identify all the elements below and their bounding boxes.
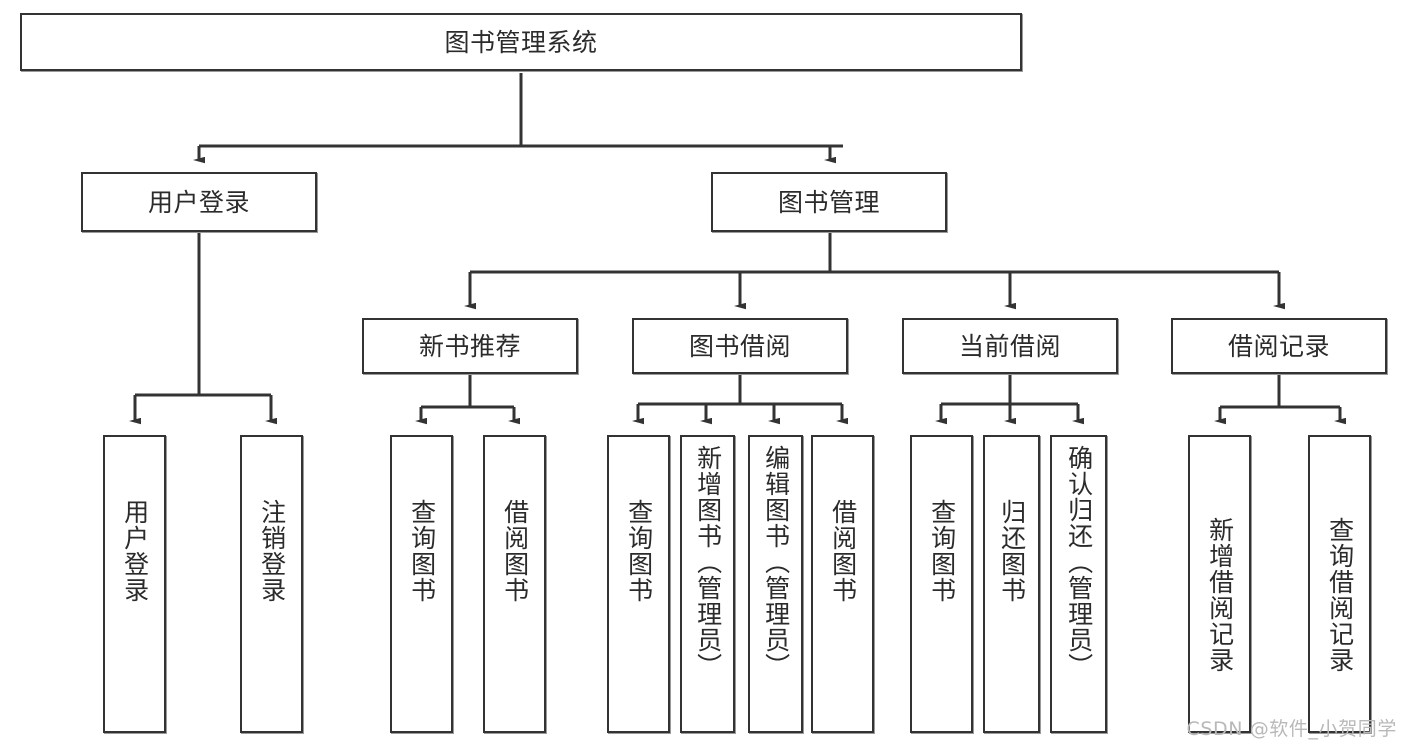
leaf-query-borrow-record[interactable]: 查询借阅记录 <box>1308 435 1371 733</box>
node-label: 图书管理系统 <box>444 27 598 57</box>
node-label: 用户登录 <box>120 499 150 603</box>
node-label: 借阅记录 <box>1227 331 1330 361</box>
node-label: 编辑图书（管理员） <box>761 445 791 679</box>
node-label: 图书管理 <box>777 187 880 217</box>
node-book-management[interactable]: 图书管理 <box>711 172 947 232</box>
leaf-confirm-return-admin[interactable]: 确认归还（管理员） <box>1050 435 1107 733</box>
node-borrow-record[interactable]: 借阅记录 <box>1171 318 1387 374</box>
node-label: 归还图书 <box>997 499 1027 603</box>
leaf-add-borrow-record[interactable]: 新增借阅记录 <box>1188 435 1251 733</box>
node-label: 新增图书（管理员） <box>693 445 723 679</box>
node-label: 查询图书 <box>624 499 654 603</box>
node-user-login[interactable]: 用户登录 <box>81 172 317 232</box>
node-label: 新增借阅记录 <box>1205 517 1235 673</box>
leaf-borrow-book-recommend[interactable]: 借阅图书 <box>483 435 546 733</box>
leaf-query-book-borrow[interactable]: 查询图书 <box>607 435 670 733</box>
node-label: 确认归还（管理员） <box>1064 445 1094 679</box>
node-current-borrow[interactable]: 当前借阅 <box>902 318 1118 374</box>
leaf-user-logout[interactable]: 注销登录 <box>240 435 303 733</box>
node-label: 查询图书 <box>407 499 437 603</box>
node-label: 查询图书 <box>927 499 957 603</box>
node-label: 查询借阅记录 <box>1325 517 1355 673</box>
node-book-borrow[interactable]: 图书借阅 <box>632 318 848 374</box>
node-label: 用户登录 <box>147 187 250 217</box>
watermark: CSDN @软件_小贺同学 <box>1186 718 1397 740</box>
leaf-query-book-current[interactable]: 查询图书 <box>910 435 973 733</box>
node-label: 借阅图书 <box>828 499 858 603</box>
node-new-book-recommend[interactable]: 新书推荐 <box>362 318 578 374</box>
leaf-user-login[interactable]: 用户登录 <box>103 435 166 733</box>
node-label: 注销登录 <box>257 499 287 603</box>
leaf-return-book[interactable]: 归还图书 <box>983 435 1040 733</box>
node-label: 新书推荐 <box>418 331 521 361</box>
node-label: 借阅图书 <box>500 499 530 603</box>
leaf-query-book-recommend[interactable]: 查询图书 <box>390 435 453 733</box>
node-label: 图书借阅 <box>688 331 791 361</box>
node-root-system[interactable]: 图书管理系统 <box>20 13 1022 71</box>
node-label: 当前借阅 <box>958 331 1061 361</box>
leaf-add-book-admin[interactable]: 新增图书（管理员） <box>680 435 735 733</box>
leaf-edit-book-admin[interactable]: 编辑图书（管理员） <box>748 435 803 733</box>
leaf-borrow-book[interactable]: 借阅图书 <box>811 435 874 733</box>
